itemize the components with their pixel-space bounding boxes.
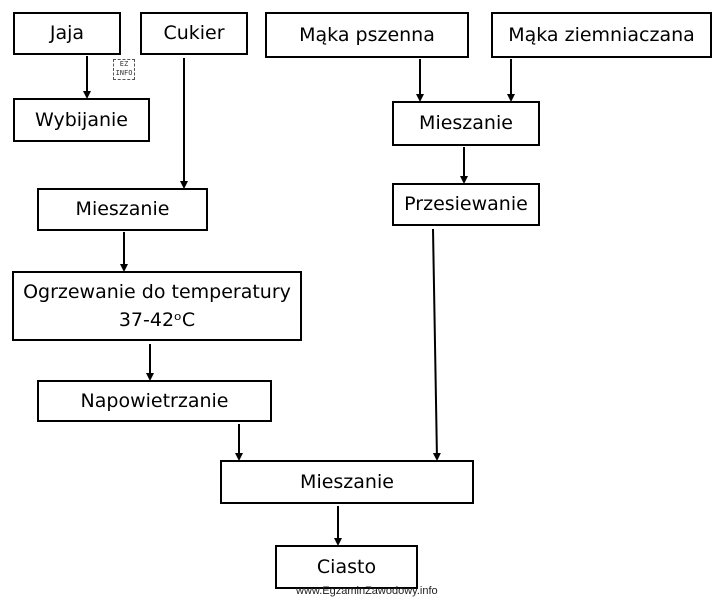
node-label: 37-42ᵒC xyxy=(118,309,196,331)
node-wybijanie: Wybijanie xyxy=(13,98,150,142)
arrow-przesiewanie-mieszanie xyxy=(432,228,441,461)
node-mieszanie-right: Mieszanie xyxy=(392,101,540,146)
node-przesiewanie: Przesiewanie xyxy=(392,183,540,226)
node-label: Mieszanie xyxy=(75,198,170,221)
node-jaja: Jaja xyxy=(13,12,121,55)
node-mieszanie-left: Mieszanie xyxy=(37,188,208,231)
node-label: Przesiewanie xyxy=(404,193,528,216)
node-label: Cukier xyxy=(163,22,225,45)
watermark: www.EgzaminZawodowy.info xyxy=(296,585,438,597)
logo-line: EZ xyxy=(119,60,129,68)
node-ciasto: Ciasto xyxy=(275,545,418,589)
node-maka-pszenna: Mąka pszenna xyxy=(265,12,469,58)
node-label: Napowietrzanie xyxy=(80,389,229,412)
node-label: Mąka ziemniaczana xyxy=(508,23,695,46)
node-cukier: Cukier xyxy=(140,12,248,55)
node-label: Mieszanie xyxy=(300,470,394,493)
node-label: Mieszanie xyxy=(419,112,513,135)
node-napowietrzanie: Napowietrzanie xyxy=(37,380,272,422)
node-label: Mąka pszenna xyxy=(299,23,435,46)
node-mieszanie-bottom: Mieszanie xyxy=(220,460,474,504)
logo-line: INFO xyxy=(115,69,133,77)
node-label: Wybijanie xyxy=(35,108,128,131)
node-ogrzewanie: Ogrzewanie do temperatury 37-42ᵒC xyxy=(12,271,302,341)
node-label: Jaja xyxy=(49,22,85,45)
node-label: Ogrzewanie do temperatury xyxy=(23,280,291,303)
node-label: Ciasto xyxy=(316,555,377,578)
node-maka-ziemniaczana: Mąka ziemniaczana xyxy=(491,12,712,58)
